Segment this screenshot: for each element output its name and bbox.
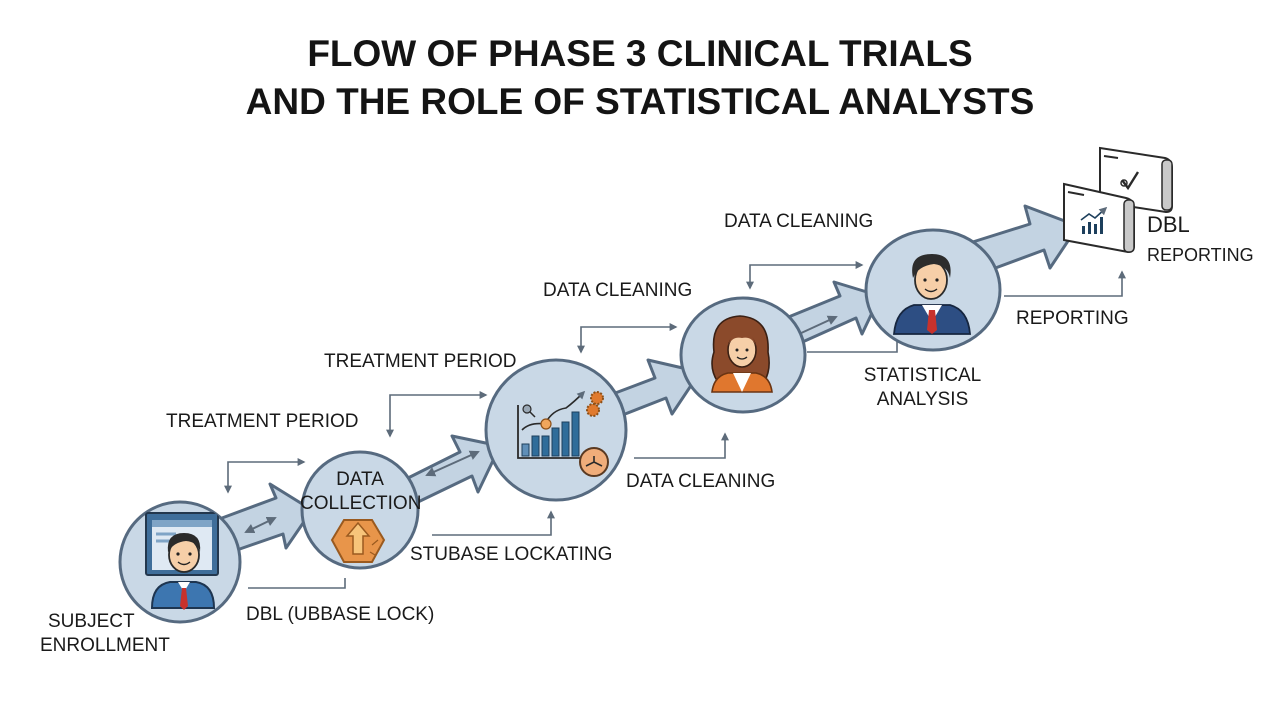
flow-arrow-5 xyxy=(958,204,1080,272)
label-dbl-reporting: REPORTING xyxy=(1147,245,1254,265)
stage-statistical-analysis xyxy=(864,228,1002,352)
stopwatch-icon xyxy=(579,447,609,477)
label-data-collection: DATA COLLECTION xyxy=(300,468,422,516)
label-data-cleaning-2: DATA CLEANING xyxy=(626,471,776,492)
connector-cleaning-3 xyxy=(746,261,864,290)
connector-cleaning-2 xyxy=(634,432,729,459)
label-line: DATA xyxy=(336,469,384,490)
label-data-cleaning-3: DATA CLEANING xyxy=(724,211,874,232)
double-arrow-icon xyxy=(425,450,480,477)
label-treatment-period-2: TREATMENT PERIOD xyxy=(324,351,517,372)
title-line-2: AND THE ROLE OF STATISTICAL ANALYSTS xyxy=(245,81,1035,122)
stage-subject-enrollment xyxy=(118,500,242,624)
stage-dbl-reporting xyxy=(1063,146,1173,254)
label-line: SUBJECT xyxy=(48,611,135,632)
label-subject-enrollment: SUBJECT ENROLLMENT xyxy=(40,610,170,658)
connector-treatment-2 xyxy=(386,391,488,438)
double-arrow-icon xyxy=(244,516,277,534)
flow-arrow-2 xyxy=(406,434,502,504)
gear-icon xyxy=(586,391,604,417)
label-line: COLLECTION xyxy=(300,493,422,514)
stage-treatment-analytics xyxy=(484,358,628,502)
connector-stat xyxy=(807,340,898,353)
woman-analyst-icon xyxy=(711,315,773,393)
label-dbl-lock: DBL (UBBASE LOCK) xyxy=(246,604,435,625)
label-dbl: DBL xyxy=(1147,212,1190,237)
connector-lines xyxy=(224,261,1126,589)
diagram-title: FLOW OF PHASE 3 CLINICAL TRIALS AND THE … xyxy=(0,30,1280,126)
man-analyst-icon xyxy=(893,254,971,335)
connector-treatment-1 xyxy=(224,458,306,494)
label-treatment-period-1: TREATMENT PERIOD xyxy=(166,411,359,432)
title-line-1: FLOW OF PHASE 3 CLINICAL TRIALS xyxy=(307,33,973,74)
flow-arrow-3 xyxy=(608,358,702,418)
connector-cleaning-1 xyxy=(577,323,678,354)
label-stubase-lockating: STUBASE LOCKATING xyxy=(410,544,613,565)
chart-document-icon xyxy=(1063,182,1135,254)
connector-stubase xyxy=(432,510,555,536)
upload-box-icon xyxy=(330,519,386,563)
stage-data-cleaning xyxy=(679,296,807,414)
label-statistical-analysis: STATISTICAL ANALYSIS xyxy=(855,364,990,412)
person-at-monitor-icon xyxy=(145,512,219,610)
label-data-cleaning-1: DATA CLEANING xyxy=(543,280,693,301)
label-line: STATISTICAL xyxy=(863,365,982,386)
bar-chart-icon xyxy=(517,390,586,459)
label-line: ANALYSIS xyxy=(876,389,969,410)
label-reporting: REPORTING xyxy=(1016,308,1129,329)
label-line: ENROLLMENT xyxy=(40,635,170,656)
stage-data-collection xyxy=(300,450,420,570)
connector-reporting xyxy=(1004,270,1126,297)
connector-dbl xyxy=(248,578,346,589)
